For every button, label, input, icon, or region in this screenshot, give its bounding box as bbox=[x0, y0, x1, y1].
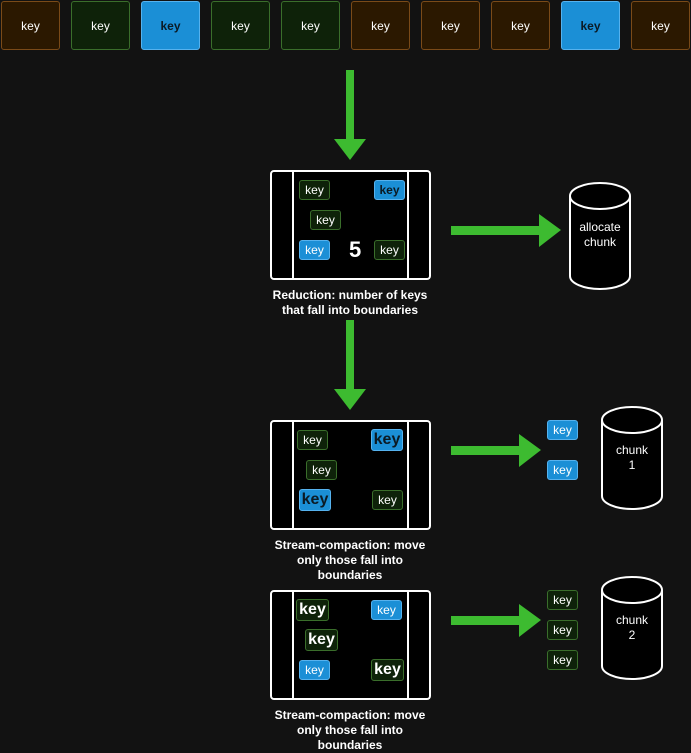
cylinder-label-line: 2 bbox=[628, 628, 636, 642]
key-cell: key bbox=[1, 1, 60, 50]
output-key: key bbox=[547, 420, 578, 440]
stream-compaction-box bbox=[270, 590, 431, 700]
key-cell: key bbox=[299, 660, 330, 680]
key-count: 5 bbox=[349, 237, 362, 262]
caption-line: only those fall into bbox=[296, 723, 403, 737]
cylinder-label-line: chunk bbox=[615, 443, 649, 457]
cylinder-label: allocate chunk bbox=[570, 220, 630, 250]
key-cell: key bbox=[374, 240, 405, 260]
right-arrow-icon bbox=[451, 604, 541, 637]
cylinder-label: chunk 2 bbox=[602, 613, 662, 643]
key-cell: key bbox=[299, 180, 330, 200]
caption-line: boundaries bbox=[317, 738, 383, 752]
output-key: key bbox=[547, 460, 578, 480]
key-cell: key bbox=[561, 1, 620, 50]
key-cell: key bbox=[371, 659, 404, 681]
chunk-1-cylinder-icon bbox=[601, 406, 663, 510]
caption-line: Reduction: number of keys bbox=[272, 288, 428, 302]
caption-line: Stream-compaction: move bbox=[274, 538, 426, 552]
down-arrow-icon bbox=[334, 70, 366, 160]
key-cell: key bbox=[374, 180, 405, 200]
output-key: key bbox=[547, 650, 578, 670]
key-cell: key bbox=[310, 210, 341, 230]
cylinder-label-line: 1 bbox=[628, 458, 636, 472]
key-cell: key bbox=[306, 460, 337, 480]
cylinder-label-line: chunk bbox=[583, 235, 617, 249]
right-arrow-icon bbox=[451, 434, 541, 467]
caption-line: only those fall into bbox=[296, 553, 403, 567]
compaction-caption: Stream-compaction: move only those fall … bbox=[250, 708, 450, 753]
key-cell: key bbox=[631, 1, 690, 50]
reduction-caption: Reduction: number of keys that fall into… bbox=[250, 288, 450, 318]
stream-compaction-box bbox=[270, 420, 431, 530]
caption-line: boundaries bbox=[317, 568, 383, 582]
key-cell: key bbox=[372, 490, 403, 510]
key-cell: key bbox=[299, 489, 331, 511]
output-key: key bbox=[547, 590, 578, 610]
down-arrow-icon bbox=[334, 320, 366, 410]
key-cell: key bbox=[299, 240, 330, 260]
key-cell: key bbox=[296, 599, 329, 621]
key-cell: key bbox=[421, 1, 480, 50]
key-cell: key bbox=[371, 600, 402, 620]
key-cell: key bbox=[351, 1, 410, 50]
key-cell: key bbox=[71, 1, 130, 50]
reduction-box bbox=[270, 170, 431, 280]
cylinder-label-line: chunk bbox=[615, 613, 649, 627]
caption-line: Stream-compaction: move bbox=[274, 708, 426, 722]
key-cell: key bbox=[297, 430, 328, 450]
caption-line: that fall into boundaries bbox=[281, 303, 418, 317]
key-cell: key bbox=[305, 629, 338, 651]
compaction-caption: Stream-compaction: move only those fall … bbox=[250, 538, 450, 583]
allocate-chunk-cylinder-icon bbox=[569, 182, 631, 290]
key-cell: key bbox=[371, 429, 403, 451]
key-cell: key bbox=[491, 1, 550, 50]
key-cell: key bbox=[281, 1, 340, 50]
key-cell: key bbox=[211, 1, 270, 50]
key-cell: key bbox=[141, 1, 200, 50]
chunk-2-cylinder-icon bbox=[601, 576, 663, 680]
cylinder-label-line: allocate bbox=[579, 220, 621, 234]
cylinder-label: chunk 1 bbox=[602, 443, 662, 473]
right-arrow-icon bbox=[451, 214, 561, 247]
output-key: key bbox=[547, 620, 578, 640]
